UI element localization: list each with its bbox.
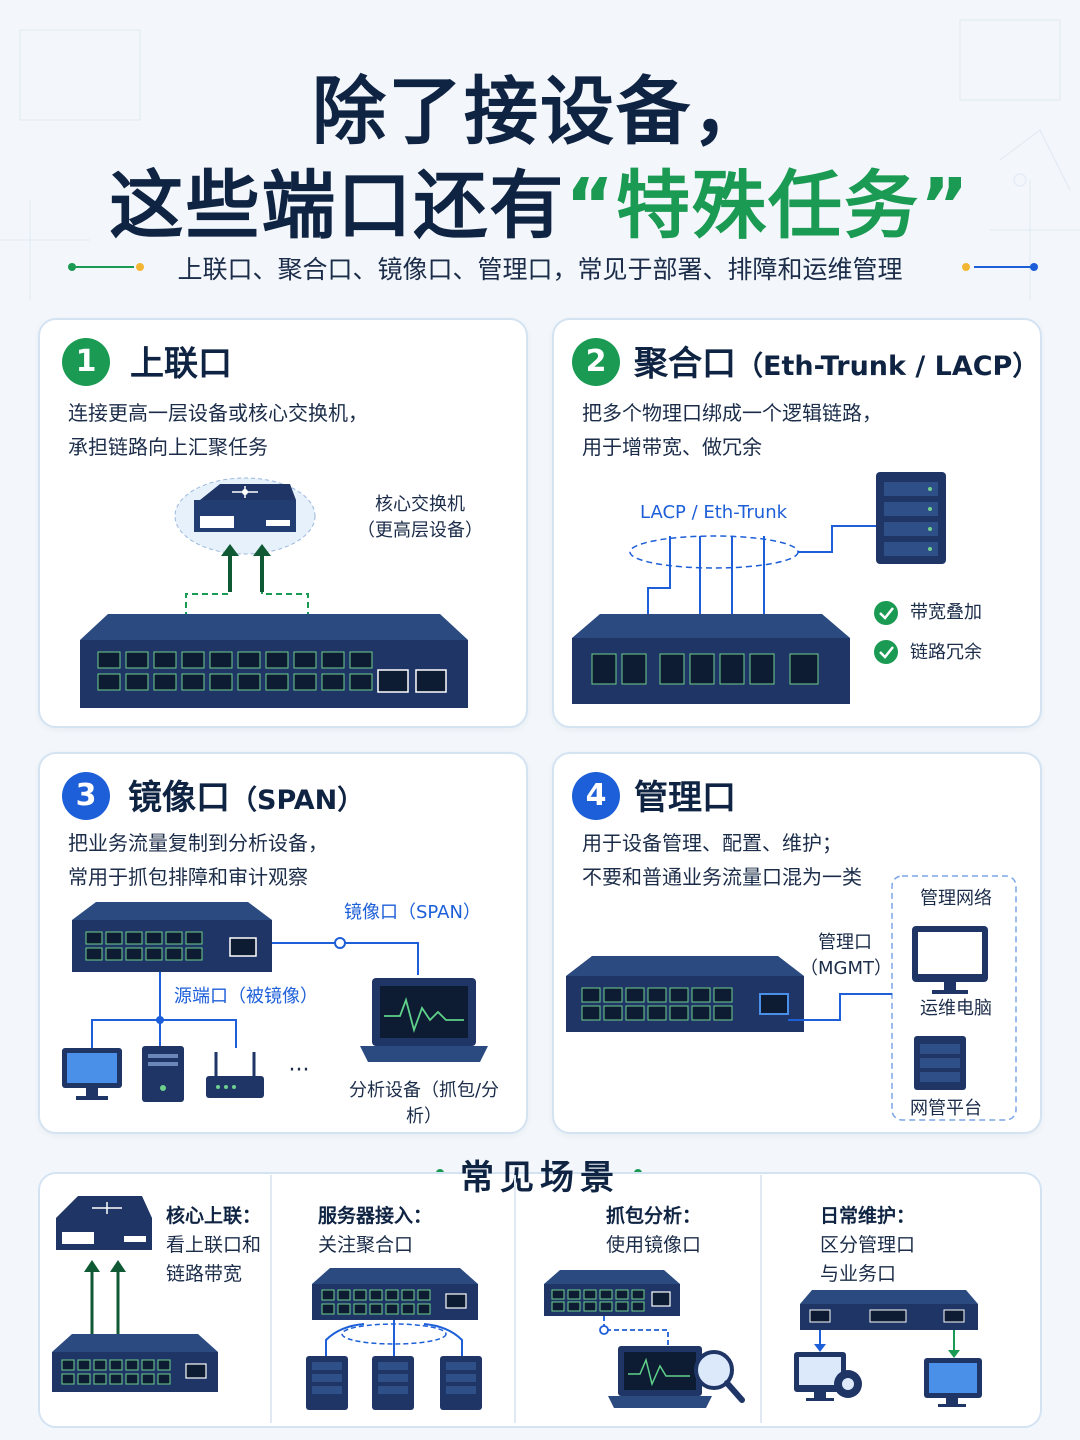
badge-2: 2: [572, 338, 620, 386]
card4-title: 管理口: [634, 778, 736, 818]
card2-title-main: 聚合口: [634, 344, 736, 384]
check-bandwidth-label: 带宽叠加: [910, 602, 982, 623]
scenario2-server-icon: [306, 1356, 482, 1410]
scenario-title: 日常维护：: [820, 1205, 916, 1227]
magnifier-icon: [694, 1350, 745, 1403]
span-label: 镜像口（SPAN）: [344, 902, 481, 923]
scenario-line2: 与业务口: [820, 1263, 897, 1285]
scenario-title: 抓包分析：: [606, 1205, 702, 1227]
mgmt-network-label: 管理网络: [920, 888, 992, 909]
ops-pc-label: 运维电脑: [920, 998, 992, 1019]
badge-3: 3: [62, 772, 110, 820]
core-switch-label: 核心交换机 （更高层设备）: [340, 492, 500, 544]
subtitle-decor-right: [962, 263, 1038, 271]
scenario-line1: 区分管理口: [820, 1234, 916, 1256]
card4-desc-line1: 用于设备管理、配置、维护；: [582, 831, 842, 855]
pc-tower-icon: [142, 1046, 184, 1102]
card1-desc-line1: 连接更高一层设备或核心交换机，: [68, 401, 368, 425]
management-switch-icon: [566, 956, 804, 1032]
scenarios-heading: 常见场景: [460, 1158, 620, 1198]
scenario1-access-switch-icon: [52, 1334, 218, 1392]
card2-title: 聚合口（Eth-Trunk / LACP）: [634, 336, 1039, 385]
ellipsis-label: ···: [288, 1058, 310, 1083]
title-line2-prefix: 这些端口还有: [109, 163, 566, 249]
card1-desc-line2: 承担链路向上汇聚任务: [68, 435, 268, 459]
scenario-title: 核心上联：: [166, 1205, 262, 1227]
check-redundancy-label: 链路冗余: [910, 642, 982, 663]
badge-4: 4: [572, 772, 620, 820]
card2-desc-line2: 用于增带宽、做冗余: [582, 435, 762, 459]
nms-server-icon: [914, 1036, 966, 1090]
card4-desc-line2: 不要和普通业务流量口混为一类: [582, 865, 862, 889]
aggregation-switch-icon: [572, 614, 850, 704]
title-line1: 除了接设备，: [312, 69, 768, 155]
card3-title-main: 镜像口: [128, 778, 230, 818]
scenario-packet-capture: 抓包分析： 使用镜像口: [606, 1202, 701, 1260]
card2-desc-line1: 把多个物理口绑成一个逻辑链路，: [582, 401, 882, 425]
scenario4-switch-icon: [800, 1290, 978, 1330]
subtitle-decor-left: [68, 263, 144, 271]
subtitle: 上联口、聚合口、镜像口、管理口，常见于部署、排障和运维管理: [177, 255, 903, 284]
card3-desc-line2: 常用于抓包排障和审计观察: [68, 865, 308, 889]
scenario-divider: [514, 1175, 516, 1423]
scenario3-laptop-icon: [608, 1346, 712, 1408]
card3-desc-line1: 把业务流量复制到分析设备，: [68, 831, 328, 855]
check-icon: [874, 601, 898, 664]
card1-title: 上联口: [130, 344, 232, 384]
desktop-monitor-icon: [62, 1048, 122, 1100]
scenario2-switch-icon: [312, 1268, 478, 1320]
card2-title-suffix: （Eth-Trunk / LACP）: [736, 351, 1040, 382]
nms-platform-label: 网管平台: [910, 1098, 982, 1119]
card3-title: 镜像口（SPAN）: [128, 770, 364, 819]
scenario-server-access: 服务器接入： 关注聚合口: [318, 1202, 432, 1260]
scenario-divider: [270, 1175, 272, 1423]
access-switch-icon: [80, 614, 468, 708]
scenario4-config-monitor-icon: [794, 1352, 862, 1401]
scenario-divider: [760, 1175, 762, 1423]
scenario-daily-maintenance: 日常维护： 区分管理口 与业务口: [820, 1202, 915, 1289]
core-switch-label-line2: （更高层设备）: [357, 520, 483, 541]
card3-title-suffix: （SPAN）: [230, 785, 365, 816]
analyzer-label: 分析设备（抓包/分析）: [348, 1080, 500, 1127]
router-icon: [206, 1052, 264, 1098]
scenario4-monitor-icon: [924, 1358, 982, 1407]
scenario-line2: 链路带宽: [166, 1263, 243, 1285]
scenario1-core-switch-icon: [56, 1196, 152, 1250]
scenario3-switch-icon: [544, 1270, 680, 1316]
server-icon: [876, 472, 946, 564]
core-switch-label-line1: 核心交换机: [375, 494, 465, 515]
mirror-switch-icon: [72, 902, 272, 972]
lacp-label: LACP / Eth-Trunk: [640, 502, 788, 523]
ops-pc-monitor-icon: [912, 926, 988, 994]
scenario-core-uplink: 核心上联： 看上联口和 链路带宽: [166, 1202, 261, 1289]
badge-1: 1: [62, 338, 110, 386]
core-switch-icon: [174, 477, 316, 555]
source-port-label: 源端口（被镜像）: [174, 986, 318, 1007]
scenario-line1: 使用镜像口: [606, 1234, 702, 1256]
mgmt-port-label: 管理口 （MGMT）: [800, 930, 893, 982]
scenario-title: 服务器接入：: [318, 1205, 433, 1227]
title-highlight: “特殊任务”: [565, 163, 971, 249]
mgmt-port-label-line1: 管理口: [818, 932, 872, 953]
mgmt-port-label-line2: （MGMT）: [800, 958, 893, 979]
scenario-line1: 关注聚合口: [318, 1234, 414, 1256]
title-line2: 这些端口还有“特殊任务”: [0, 146, 1080, 253]
scenario-line1: 看上联口和: [166, 1234, 262, 1256]
analyzer-laptop-icon: [360, 978, 488, 1062]
